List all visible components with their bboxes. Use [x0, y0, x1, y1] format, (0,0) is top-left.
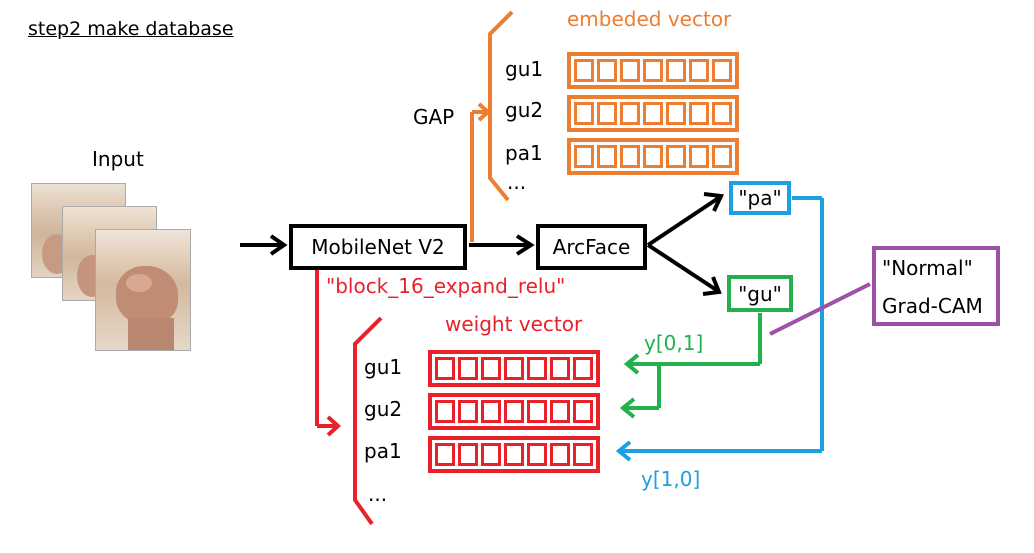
- gradcam-link-line: [769, 282, 871, 336]
- pa-label-vector: y[1,0]: [641, 467, 701, 491]
- vector-cell: [458, 400, 478, 423]
- wrist-shape: [128, 318, 174, 350]
- gradcam-label: Grad-CAM: [882, 294, 983, 318]
- vector-cell: [458, 357, 478, 380]
- vector-cell: [573, 357, 593, 380]
- vector-cell: [666, 102, 686, 125]
- vector-cell: [504, 443, 524, 466]
- layer-name-label: "block_16_expand_relu": [326, 274, 566, 298]
- weight-vector-bar: [428, 436, 600, 473]
- vector-cell: [481, 400, 501, 423]
- vector-cell: [550, 443, 570, 466]
- input-label: Input: [92, 147, 144, 171]
- vector-cell: [574, 145, 594, 168]
- vector-cell: [689, 102, 709, 125]
- vector-cell: [550, 357, 570, 380]
- vector-cell: [458, 443, 478, 466]
- vector-cell: [574, 102, 594, 125]
- vector-cell: [712, 59, 732, 82]
- pa-to-weight-line: [615, 196, 824, 462]
- vector-cell: [620, 59, 640, 82]
- weight-row-label: gu1: [364, 355, 403, 379]
- arrow-arcface-to-pa: [646, 192, 724, 247]
- normal-label: "Normal": [882, 256, 973, 280]
- layer-branch-line: [315, 270, 341, 437]
- gap-label: GAP: [413, 105, 455, 129]
- arrow-mobilenet-to-arcface: [469, 234, 535, 256]
- embedded-vector-title: embeded vector: [567, 7, 732, 31]
- arrow-input-to-mobilenet: [240, 234, 288, 256]
- embedded-row-label: pa1: [505, 141, 543, 165]
- embedded-bracket: [488, 10, 514, 202]
- weight-bracket: [353, 316, 383, 526]
- vector-cell: [643, 145, 663, 168]
- gu-class-box: "gu": [727, 275, 793, 312]
- thumb-shape: [126, 274, 152, 292]
- vector-cell: [712, 102, 732, 125]
- vector-cell: [597, 59, 617, 82]
- page-title: step2 make database: [28, 18, 234, 40]
- pa-class-label: "pa": [738, 186, 782, 210]
- vector-cell: [527, 400, 547, 423]
- arcface-label: ArcFace: [552, 235, 631, 259]
- arcface-box: ArcFace: [536, 224, 647, 270]
- vector-cell: [435, 357, 455, 380]
- weight-row-label: pa1: [364, 439, 402, 463]
- embedded-row-label: gu1: [505, 57, 544, 81]
- vector-cell: [527, 443, 547, 466]
- vector-cell: [620, 102, 640, 125]
- vector-cell: [573, 400, 593, 423]
- vector-cell: [435, 443, 455, 466]
- pa-class-box: "pa": [729, 181, 791, 215]
- weight-ellipsis: ...: [368, 482, 388, 506]
- mobilenet-label: MobileNet V2: [311, 235, 445, 259]
- vector-cell: [550, 400, 570, 423]
- vector-cell: [504, 357, 524, 380]
- mobilenet-box: MobileNet V2: [289, 224, 467, 270]
- vector-cell: [574, 59, 594, 82]
- embedded-vector-bar: [567, 138, 739, 175]
- vector-cell: [620, 145, 640, 168]
- weight-row-label: gu2: [364, 397, 403, 421]
- vector-cell: [666, 145, 686, 168]
- weight-vector-title: weight vector: [445, 312, 583, 336]
- gu-label-vector: y[0,1]: [644, 331, 704, 355]
- input-image: [95, 229, 191, 351]
- vector-cell: [481, 443, 501, 466]
- vector-cell: [689, 145, 709, 168]
- embedded-vector-bar: [567, 52, 739, 89]
- gradcam-box: "Normal" Grad-CAM: [872, 246, 1000, 326]
- vector-cell: [573, 443, 593, 466]
- vector-cell: [689, 59, 709, 82]
- vector-cell: [666, 59, 686, 82]
- weight-vector-bar: [428, 350, 600, 387]
- gu-class-label: "gu": [738, 281, 782, 306]
- vector-cell: [435, 400, 455, 423]
- gu-to-weight-lines: [619, 313, 762, 419]
- arrow-arcface-to-gu: [646, 243, 722, 296]
- weight-vector-bar: [428, 393, 600, 430]
- fist-shape: [116, 266, 178, 324]
- vector-cell: [712, 145, 732, 168]
- vector-cell: [643, 102, 663, 125]
- vector-cell: [527, 357, 547, 380]
- embedded-vector-bar: [567, 95, 739, 132]
- embedded-row-label: gu2: [505, 98, 544, 122]
- vector-cell: [643, 59, 663, 82]
- embedded-ellipsis: ...: [507, 170, 527, 194]
- vector-cell: [597, 145, 617, 168]
- gap-branch-line: [470, 102, 492, 242]
- vector-cell: [481, 357, 501, 380]
- vector-cell: [597, 102, 617, 125]
- vector-cell: [504, 400, 524, 423]
